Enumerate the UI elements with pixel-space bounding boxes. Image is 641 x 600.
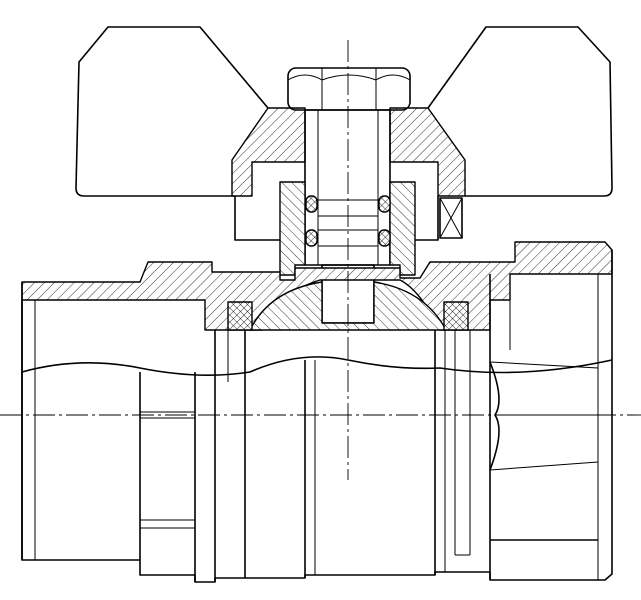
butterfly-handle xyxy=(75,26,613,197)
handle-hub-right xyxy=(389,107,466,197)
ball xyxy=(249,281,447,331)
seat-left xyxy=(227,301,253,331)
handle-skirt xyxy=(234,196,439,241)
gland-right xyxy=(389,181,416,276)
stop-marks xyxy=(439,197,463,239)
valve-body-exterior xyxy=(21,250,613,583)
o-rings xyxy=(305,195,391,247)
handle-stop xyxy=(439,197,463,239)
break-line xyxy=(21,356,613,376)
gland-left xyxy=(279,181,306,276)
seat-right xyxy=(443,301,469,331)
stem-nut xyxy=(287,67,411,111)
